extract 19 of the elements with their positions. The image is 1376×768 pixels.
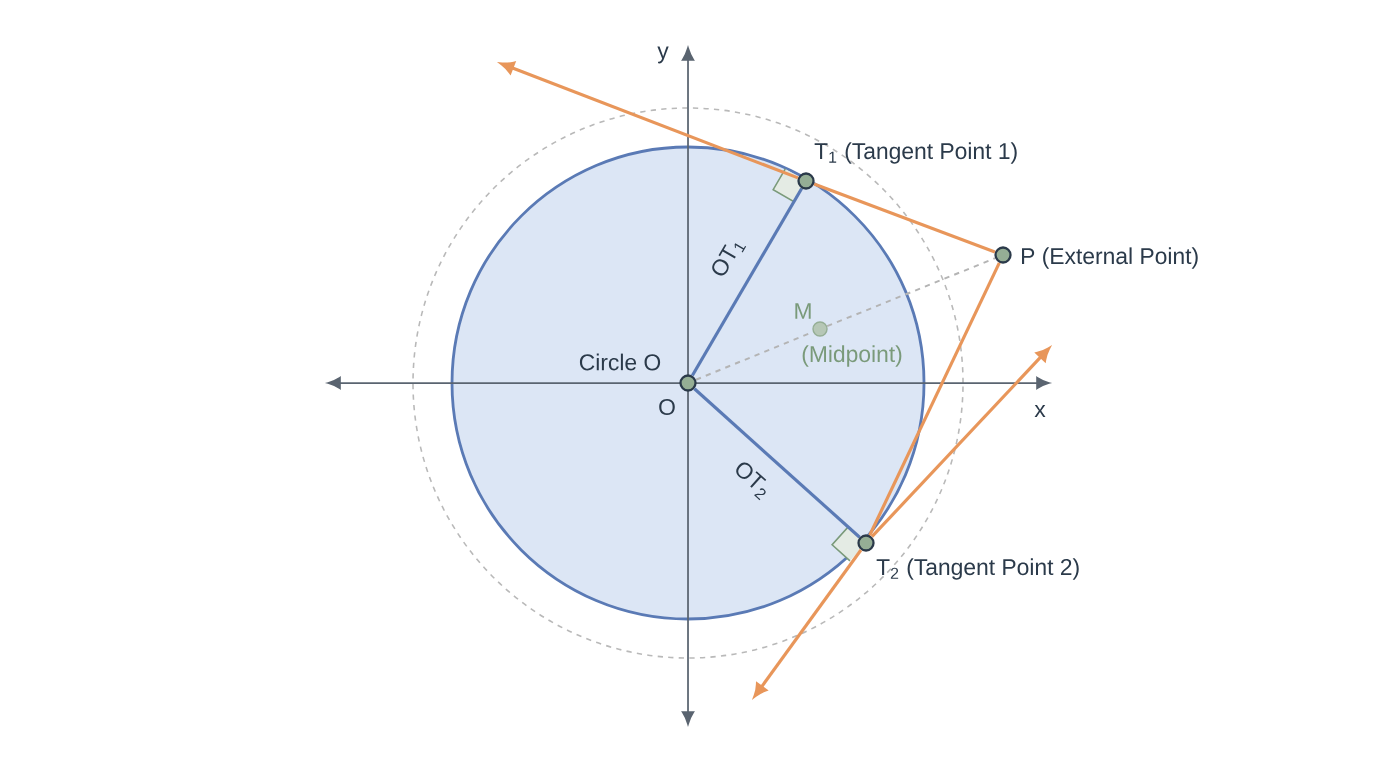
axis-label: x: [1034, 404, 1046, 418]
line-segment: [693, 387, 861, 539]
point-label: (Midpoint): [802, 345, 902, 367]
line-segment: [691, 187, 804, 377]
arrow: [500, 61, 799, 180]
arrow: [870, 347, 1050, 538]
point-label: O: [659, 398, 675, 416]
point-label: Circle O: [579, 353, 661, 371]
point-label: P (External Point): [1022, 247, 1198, 269]
edge-label: OT$_{2}$: [736, 462, 767, 501]
line-segment: [826, 257, 996, 328]
axis-label: y: [657, 46, 669, 64]
arrow: [753, 549, 863, 698]
point-label: T$_{1}$ (Tangent Point 1): [814, 142, 1017, 164]
edge-label: OT$_{1}$: [712, 243, 747, 276]
line-segment: [813, 182, 996, 254]
line-segment: [868, 262, 1001, 536]
point-label: T$_{2}$ (Tangent Point 2): [876, 558, 1079, 580]
point-label: M: [795, 303, 811, 319]
